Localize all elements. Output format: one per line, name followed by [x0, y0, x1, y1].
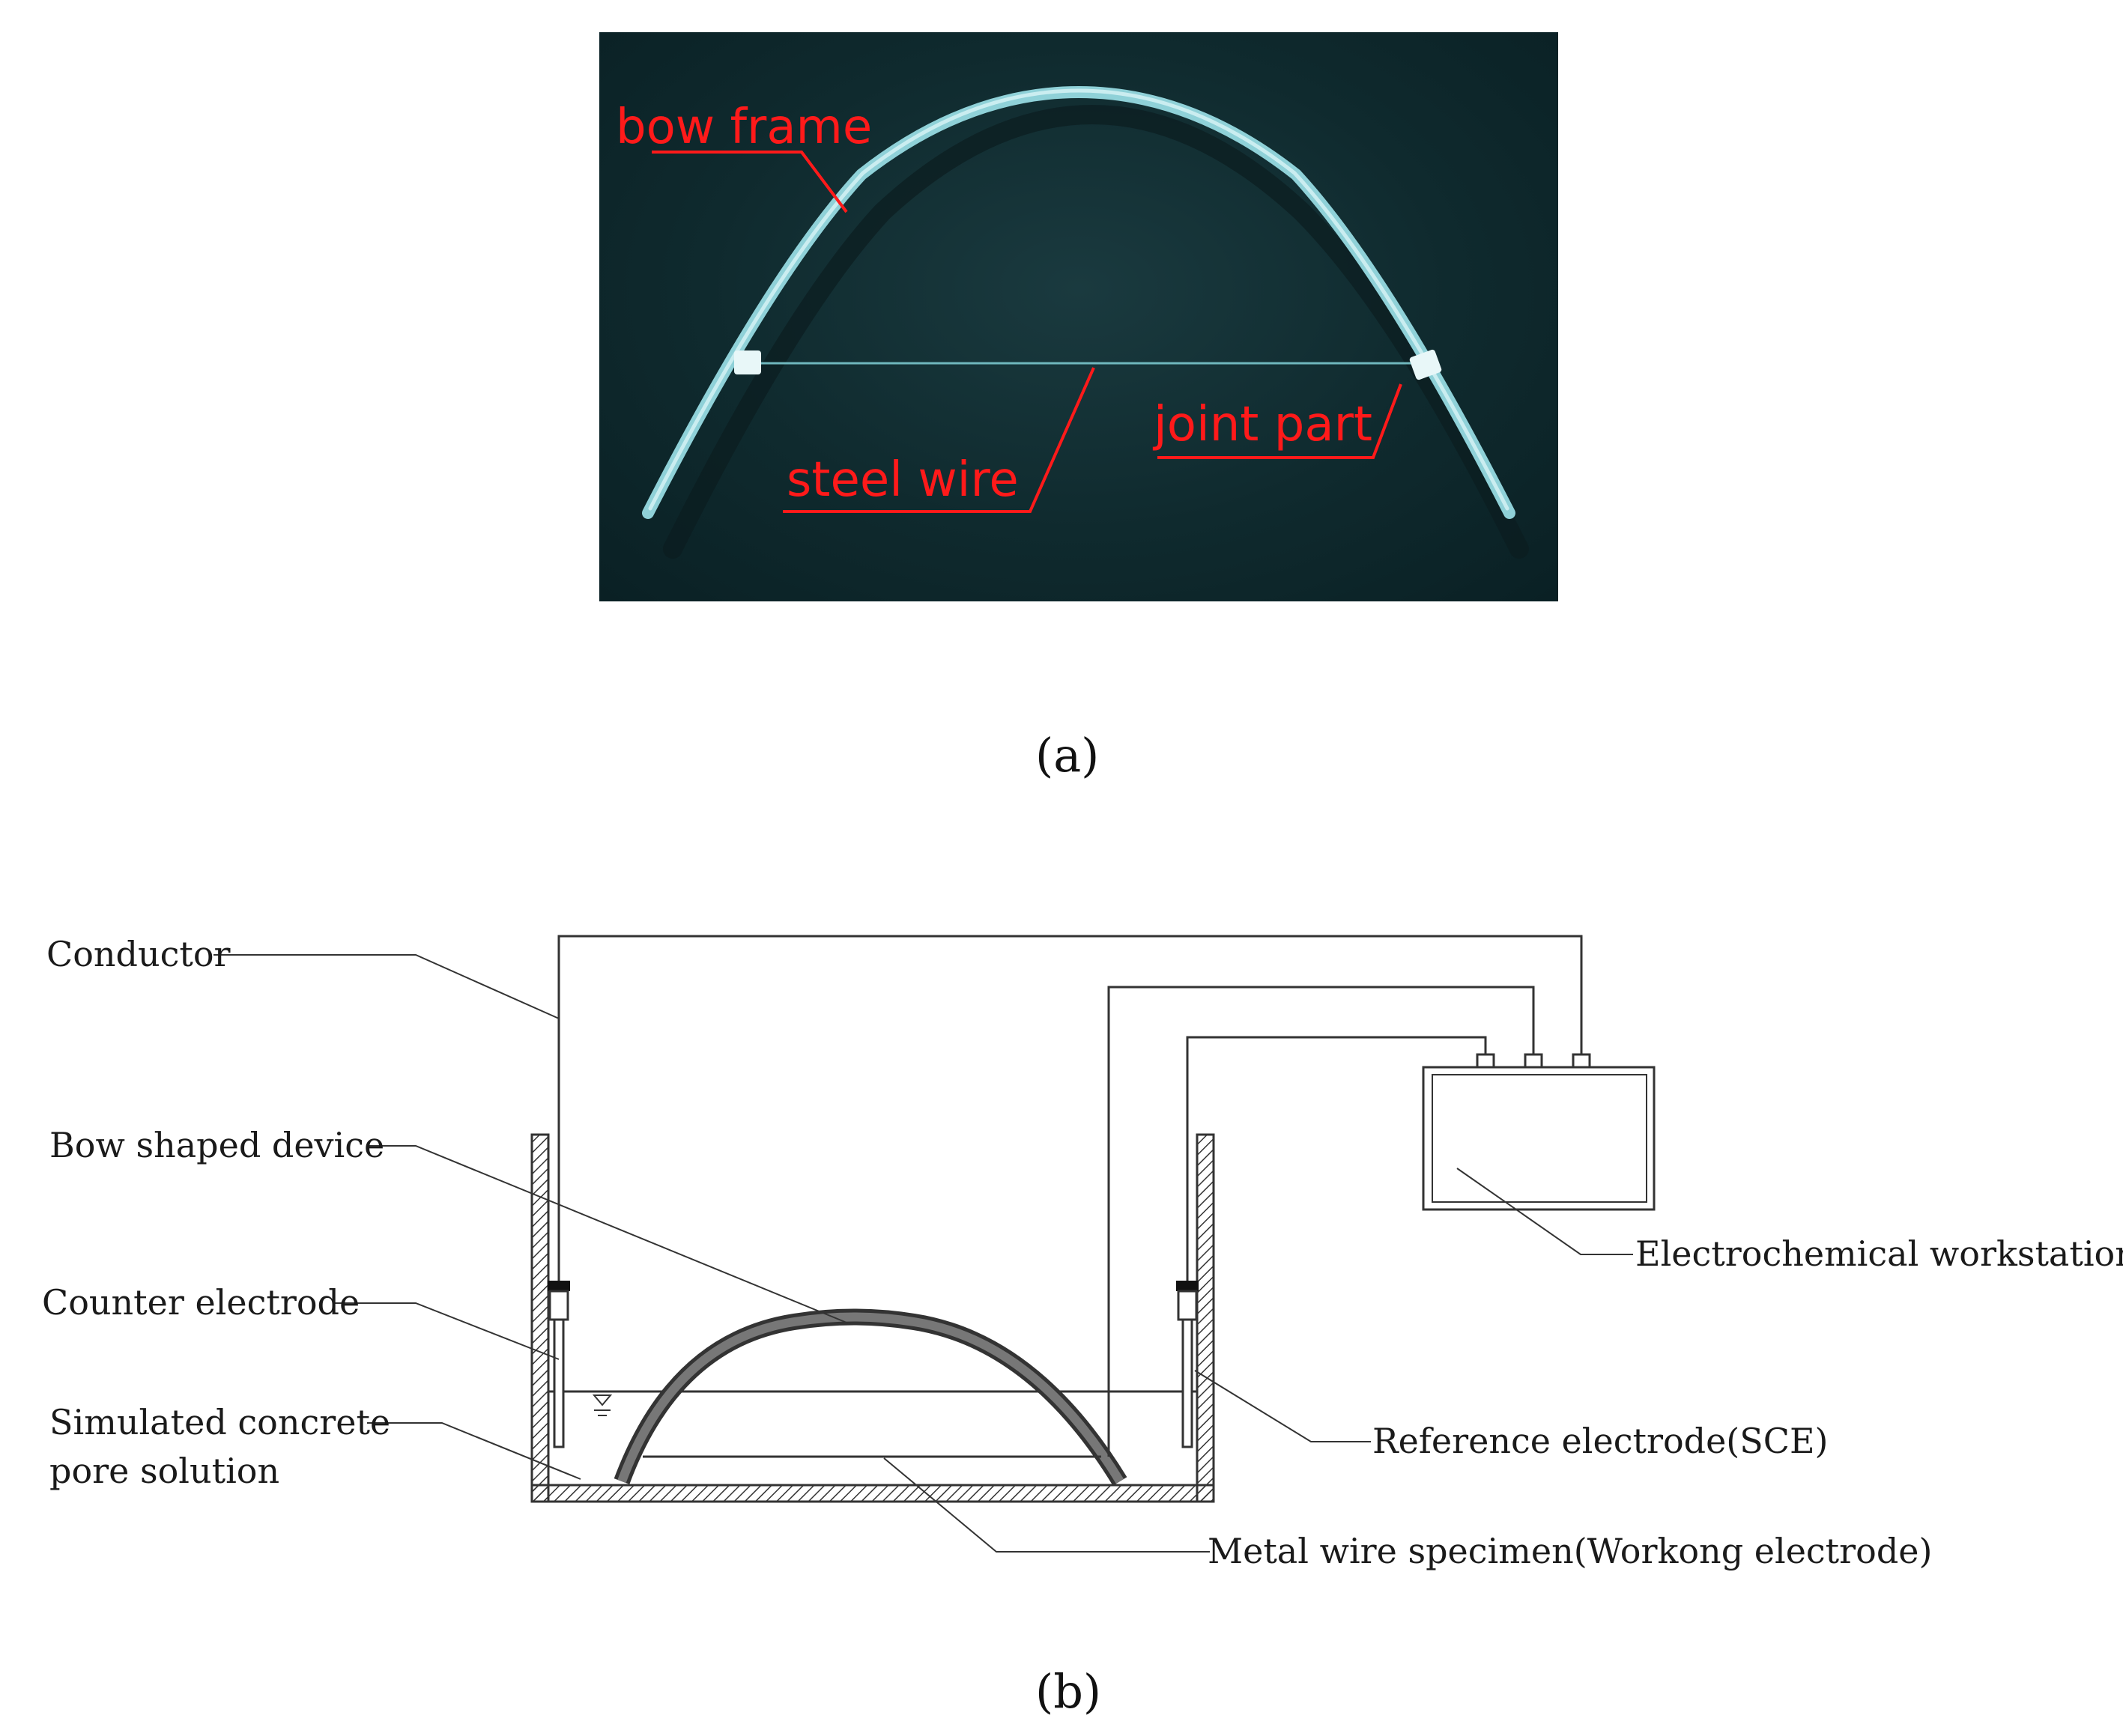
pore-solution-label-line1: Simulated concrete [49, 1402, 390, 1442]
bow-shaped-device-label: Bow shaped device [49, 1125, 384, 1165]
container-bottom [530, 1484, 1215, 1503]
reference-electrode-leader [1194, 1370, 1371, 1442]
reference-electrode-label: Reference electrode(SCE) [1372, 1421, 1829, 1461]
workstation-terminal-3 [1572, 1053, 1591, 1069]
workstation-terminal-2 [1524, 1053, 1543, 1069]
metal-wire-leader [883, 1457, 1210, 1553]
joint-part-leader [1157, 383, 1402, 459]
bow-device-photo: bow frame steel wire joint part [599, 32, 1558, 601]
caption-a: (a) [1035, 728, 1100, 783]
joint-left [734, 350, 761, 374]
counter-electrode-leader [333, 1302, 560, 1360]
test-setup-schematic: Conductor Bow shaped device Counter elec… [42, 934, 2123, 1571]
bow-frame-shadow [663, 104, 1529, 559]
container-left-wall [530, 1133, 550, 1503]
wire-reference-electrode [1186, 1036, 1487, 1281]
bow-device-photo-drawing [642, 85, 1529, 559]
workstation-leader [1456, 1168, 1633, 1255]
electrochemical-workstation-label: Electrochemical workstation [1635, 1233, 2123, 1274]
counter-electrode-head [548, 1290, 569, 1321]
metal-wire-specimen-label: Metal wire specimen(Workong electrode) [1208, 1531, 1932, 1571]
pore-solution-label-line2: pore solution [49, 1451, 279, 1491]
caption-b: (b) [1035, 1664, 1102, 1719]
counter-electrode-label: Counter electrode [42, 1282, 360, 1323]
bow-frame-leader [652, 151, 848, 213]
wire-counter-electrode [557, 935, 1583, 1281]
steel-wire-leader [783, 367, 1095, 513]
wire-working-electrode [1107, 986, 1535, 1457]
reference-electrode-rod [1181, 1318, 1193, 1448]
counter-electrode-rod [553, 1318, 565, 1448]
joint-part-label: joint part [1154, 397, 1372, 452]
bow-device-leader [367, 1145, 851, 1325]
joint-right [1409, 349, 1442, 380]
conductor-leader [213, 954, 560, 1019]
workstation-inner [1432, 1074, 1647, 1203]
reference-electrode-head [1177, 1290, 1198, 1321]
container-right-wall [1196, 1133, 1215, 1503]
bow-shaped-device-inner [617, 1312, 1124, 1484]
pore-solution-leader [367, 1422, 581, 1480]
liquid-level-symbol [592, 1394, 613, 1416]
reference-electrode-cap [1176, 1281, 1199, 1291]
steel-wire-label: steel wire [787, 452, 1019, 508]
conductor-label: Conductor [46, 934, 231, 974]
workstation-outer [1422, 1066, 1656, 1211]
bow-frame-highlight [648, 88, 1509, 511]
counter-electrode-cap [548, 1281, 570, 1291]
workstation-terminal-1 [1476, 1053, 1495, 1069]
bow-frame-label: bow frame [616, 100, 873, 155]
